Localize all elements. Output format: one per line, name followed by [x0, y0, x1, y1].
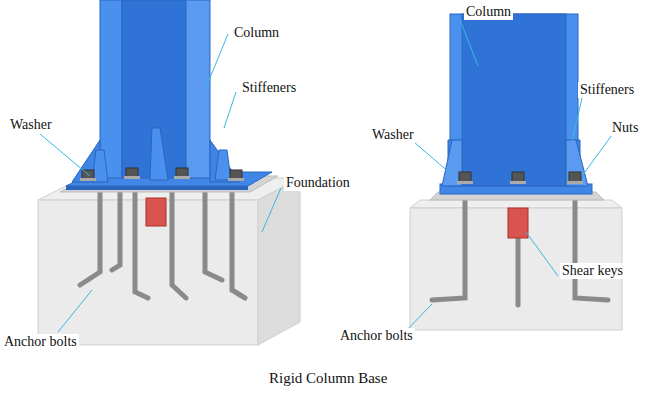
- part-label: Column: [232, 25, 281, 41]
- part-label: Nuts: [610, 120, 640, 136]
- part-label: Anchor bolts: [2, 334, 79, 350]
- part-label: Foundation: [284, 175, 352, 191]
- part-label: Stiffeners: [240, 80, 298, 96]
- part-label: Stiffeners: [578, 82, 636, 98]
- figure-caption: Rigid Column Base: [269, 369, 387, 387]
- part-label: Anchor bolts: [338, 328, 415, 344]
- part-label: Washer: [8, 117, 54, 133]
- part-label: Shear keys: [560, 263, 625, 279]
- part-label: Washer: [370, 127, 416, 143]
- part-label: Column: [464, 4, 513, 20]
